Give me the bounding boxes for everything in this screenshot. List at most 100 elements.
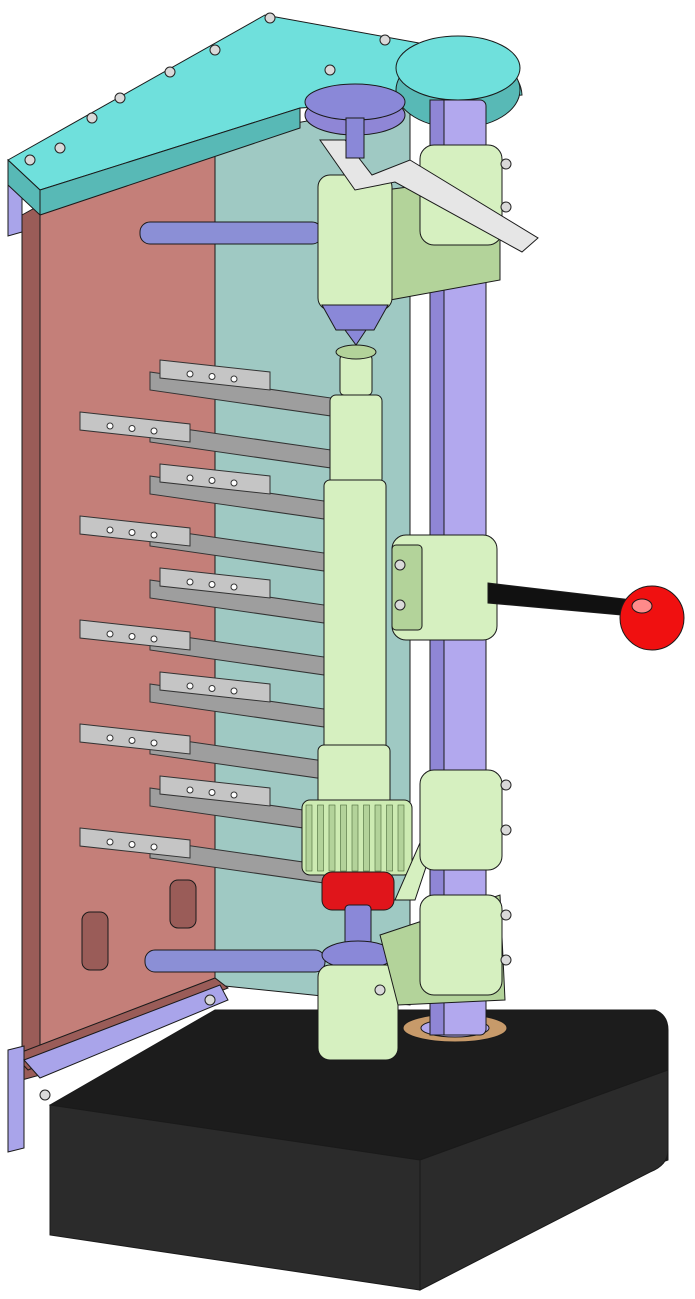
- screw: [394, 559, 406, 571]
- lower-housing-body: [317, 964, 399, 1061]
- gear-tooth: [328, 804, 336, 872]
- gear-tooth: [397, 804, 405, 872]
- screw: [374, 984, 386, 996]
- finger-hole: [106, 838, 114, 846]
- left-side-strip-bottom: [7, 1045, 25, 1153]
- lower-rod: [144, 949, 326, 973]
- gear-tooth: [317, 804, 324, 872]
- top-cap-stem: [345, 117, 365, 159]
- base-block: [48, 1009, 669, 1291]
- finger-hole: [150, 739, 158, 747]
- finger-hole: [150, 531, 158, 539]
- finger-hole: [208, 581, 216, 588]
- finger-hole: [128, 529, 136, 536]
- screw: [500, 779, 512, 791]
- screw: [86, 112, 98, 124]
- finger-hole: [208, 373, 216, 380]
- finger-hole: [106, 526, 114, 534]
- spindle-neck: [339, 354, 373, 396]
- screw: [500, 954, 512, 966]
- gear-tooth: [305, 804, 313, 872]
- finger-hole: [230, 479, 238, 487]
- upper-housing-body: [317, 174, 393, 311]
- finger-hole: [208, 685, 216, 692]
- top-plate-edge-right: [39, 107, 301, 216]
- finger-hole: [230, 791, 238, 799]
- finger-hole: [186, 578, 194, 586]
- screw: [209, 44, 221, 56]
- lower-post: [344, 904, 372, 946]
- finger-hole: [128, 737, 136, 744]
- finger-hole: [208, 477, 216, 484]
- finger-hole: [150, 635, 158, 643]
- upper-probe: [344, 329, 367, 346]
- spindle-lower: [317, 744, 391, 806]
- finger-row: [149, 463, 346, 523]
- screw: [500, 909, 512, 921]
- screw: [394, 599, 406, 611]
- finger-hole: [208, 789, 216, 796]
- finger-hole: [150, 843, 158, 851]
- spindle-upper: [329, 394, 383, 486]
- fastener-screws: [24, 12, 512, 1101]
- top-cap: [304, 83, 406, 121]
- screw: [114, 92, 126, 104]
- gear-tooth: [374, 804, 382, 872]
- screw: [264, 12, 276, 24]
- finger-row: [149, 671, 346, 731]
- finger-hole: [186, 370, 194, 378]
- finger-hole: [106, 630, 114, 638]
- handle-clamp-face: [391, 544, 423, 631]
- finger-hole: [186, 474, 194, 482]
- screw: [164, 66, 176, 78]
- screw: [500, 824, 512, 836]
- screw: [324, 64, 336, 76]
- spindle-gear: [301, 799, 413, 876]
- gear-tooth: [340, 804, 347, 872]
- finger-hole: [106, 422, 114, 430]
- wall-front-face: [39, 137, 216, 1076]
- finger-hole: [230, 375, 238, 383]
- finger-hole: [128, 633, 136, 640]
- handle-knob-highlight: [631, 598, 653, 614]
- upper-housing: [317, 144, 503, 346]
- lower-support-bar: [23, 984, 229, 1079]
- screw: [24, 154, 36, 166]
- wall-left-edge: [21, 204, 41, 1081]
- finger-row: [79, 827, 346, 887]
- finger-hole: [230, 687, 238, 695]
- upper-rod: [139, 221, 323, 245]
- finger-row: [149, 359, 346, 419]
- finger-hole: [128, 425, 136, 432]
- gear-tooth: [386, 804, 393, 872]
- finger-hole: [106, 734, 114, 742]
- finger-hole: [186, 682, 194, 690]
- screw: [54, 142, 66, 154]
- handle-knob[interactable]: [619, 585, 685, 651]
- handle-lever: [487, 582, 633, 617]
- wall-slot-2: [169, 879, 197, 929]
- finger-hole: [186, 786, 194, 794]
- finger-row: [79, 619, 346, 679]
- base-side-face: [419, 1069, 669, 1291]
- red-ring: [321, 871, 395, 911]
- gear-tooth: [363, 804, 370, 872]
- top-disc: [395, 35, 521, 101]
- spindle-middle: [323, 479, 387, 791]
- gripper-fingers: [79, 359, 346, 887]
- finger-row: [79, 723, 346, 783]
- lower-collar: [419, 894, 503, 996]
- screw: [500, 201, 512, 213]
- screw: [39, 1089, 51, 1101]
- screw: [204, 994, 216, 1006]
- spindle-tip-ring: [335, 344, 377, 360]
- center-spindle: [317, 344, 391, 806]
- wall-slot-1: [81, 911, 109, 971]
- upper-housing-tip: [321, 304, 389, 331]
- screw: [379, 34, 391, 46]
- mid-lower-collar: [419, 769, 503, 871]
- finger-row: [79, 515, 346, 575]
- gear-tooth: [351, 804, 359, 872]
